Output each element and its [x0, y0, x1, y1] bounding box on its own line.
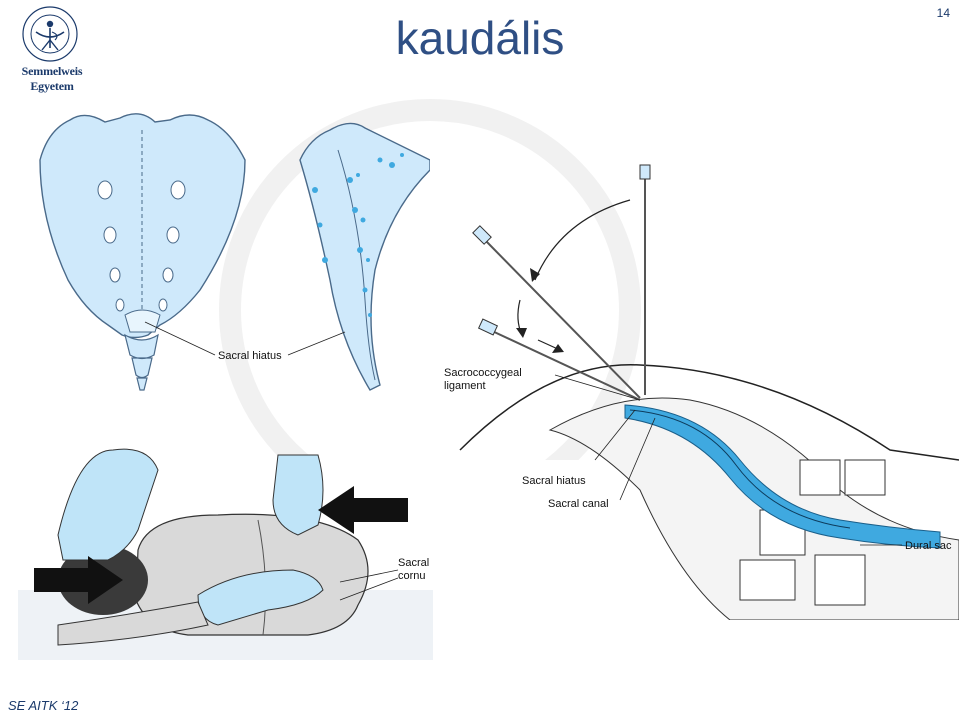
- logo-caption: Semmelweis Egyetem: [21, 64, 83, 93]
- label-sacral-hiatus: Sacral hiatus: [522, 475, 586, 487]
- sacrum-posterior: [39, 113, 246, 339]
- glove-middle: [197, 569, 324, 626]
- palpation-illustration: Sacral cornu: [18, 448, 433, 660]
- sacrum-illustration: Sacral hiatus: [39, 113, 430, 391]
- glove-right: [272, 454, 324, 536]
- label-sacral-hiatus-top: Sacral hiatus: [218, 350, 282, 362]
- semmelweis-logo: [22, 6, 78, 62]
- arrow-right-icon: [318, 486, 408, 534]
- label-ligament-1: Sacrococcygeal: [444, 367, 522, 379]
- label-ligament-2: ligament: [444, 380, 486, 392]
- coccyx-posterior: [124, 333, 159, 391]
- sacrum-lateral: [299, 122, 430, 391]
- page-number: 14: [936, 6, 950, 20]
- label-dural-sac: Dural sac: [905, 540, 952, 552]
- label-sacral-cornu-2: cornu: [398, 570, 426, 582]
- dural-sac: [624, 404, 941, 549]
- arrow-left-icon: [34, 556, 123, 604]
- glove-left: [57, 448, 159, 561]
- footer-text: SE AITK ‘12: [8, 698, 79, 713]
- label-sacral-cornu-1: Sacral: [398, 557, 429, 569]
- slide-title: kaudális: [395, 12, 565, 64]
- arm: [57, 601, 209, 646]
- label-sacral-canal: Sacral canal: [548, 498, 609, 510]
- sagittal-section-illustration: Sacrococcygeal ligament Sacral hiatus Sa…: [444, 164, 959, 620]
- watermark: [219, 99, 641, 460]
